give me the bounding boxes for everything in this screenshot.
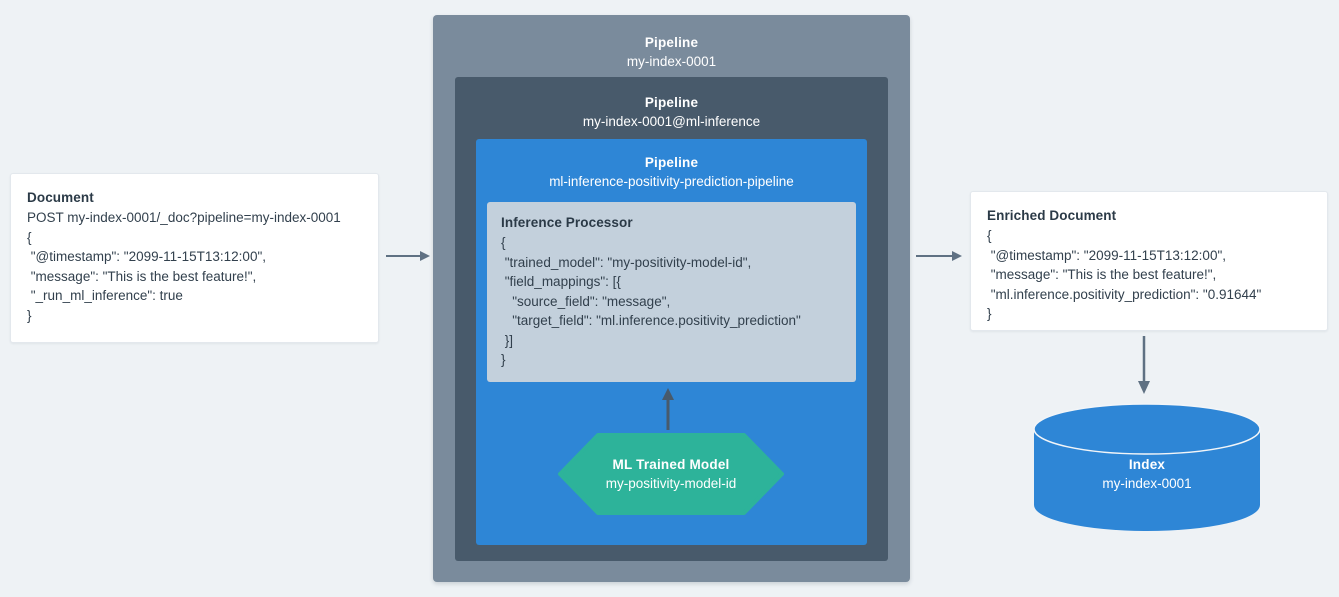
enriched-document-title: Enriched Document [987,208,1117,223]
pipeline-inner-name: ml-inference-positivity-prediction-pipel… [549,174,794,189]
inference-processor-card: Inference Processor { "trained_model": "… [487,202,856,382]
pipeline-mid-ml-inference: Pipeline my-index-0001@ml-inference Pipe… [455,77,888,561]
ml-trained-model-label: ML Trained Model my-positivity-model-id [558,433,784,515]
inference-processor-line: "source_field": "message", [501,293,671,309]
inference-processor-line: "target_field": "ml.inference.positivity… [501,313,801,328]
inference-processor-line: "field_mappings": [{ [501,274,621,289]
inference-processor-line: }] [501,332,514,348]
document-line: } [27,307,32,323]
document-line: "message": "This is the best feature!", [27,268,257,284]
inference-processor-line: "trained_model": "my-positivity-model-id… [501,254,752,270]
enriched-document-line: "ml.inference.positivity_prediction": "0… [987,286,1262,302]
ml-trained-model-kind: ML Trained Model [612,456,730,472]
index-name: my-index-0001 [1102,476,1192,491]
document-card: Document POST my-index-0001/_doc?pipelin… [10,173,379,343]
inference-processor-line: { [501,235,506,250]
ml-trained-model-name: my-positivity-model-id [605,475,737,491]
enriched-document-line: "message": "This is the best feature!", [987,267,1217,282]
index-label: Index my-index-0001 [1032,455,1262,494]
document-line: "_run_ml_inference": true [27,288,183,303]
index-kind: Index [1128,457,1166,472]
enriched-document-line: { [987,228,992,243]
inference-processor-title: Inference Processor [501,215,633,230]
ml-trained-model-node: ML Trained Model my-positivity-model-id [558,433,784,515]
document-card-title: Document [27,190,94,205]
index-cylinder-node: Index my-index-0001 [1032,403,1262,531]
pipeline-outer-kind: Pipeline [644,35,699,50]
pipeline-outer-my-index-0001: Pipeline my-index-0001 Pipeline my-index… [433,15,910,582]
arrow-document-to-pipeline-icon [386,249,430,268]
inference-processor-line: } [501,352,506,367]
enriched-document-line: "@timestamp": "2099-11-15T13:12:00", [987,247,1226,263]
document-line: POST my-index-0001/_doc?pipeline=my-inde… [27,210,341,225]
arrow-pipeline-to-enriched-document-icon [916,249,962,268]
enriched-document-line: } [987,306,992,321]
pipeline-inner-kind: Pipeline [644,155,699,170]
pipeline-outer-name: my-index-0001 [626,54,717,69]
arrow-ml-model-to-processor-icon [660,388,676,435]
pipeline-inner-label: Pipeline ml-inference-positivity-predict… [476,153,867,192]
pipeline-outer-label: Pipeline my-index-0001 [433,33,910,72]
pipeline-mid-label: Pipeline my-index-0001@ml-inference [455,93,888,132]
arrow-enriched-document-to-index-icon [1136,336,1152,399]
pipeline-mid-kind: Pipeline [644,95,699,110]
document-line: "@timestamp": "2099-11-15T13:12:00", [27,249,266,264]
document-line: { [27,229,32,245]
enriched-document-card: Enriched Document { "@timestamp": "2099-… [970,191,1328,331]
pipeline-mid-name: my-index-0001@ml-inference [582,114,761,129]
